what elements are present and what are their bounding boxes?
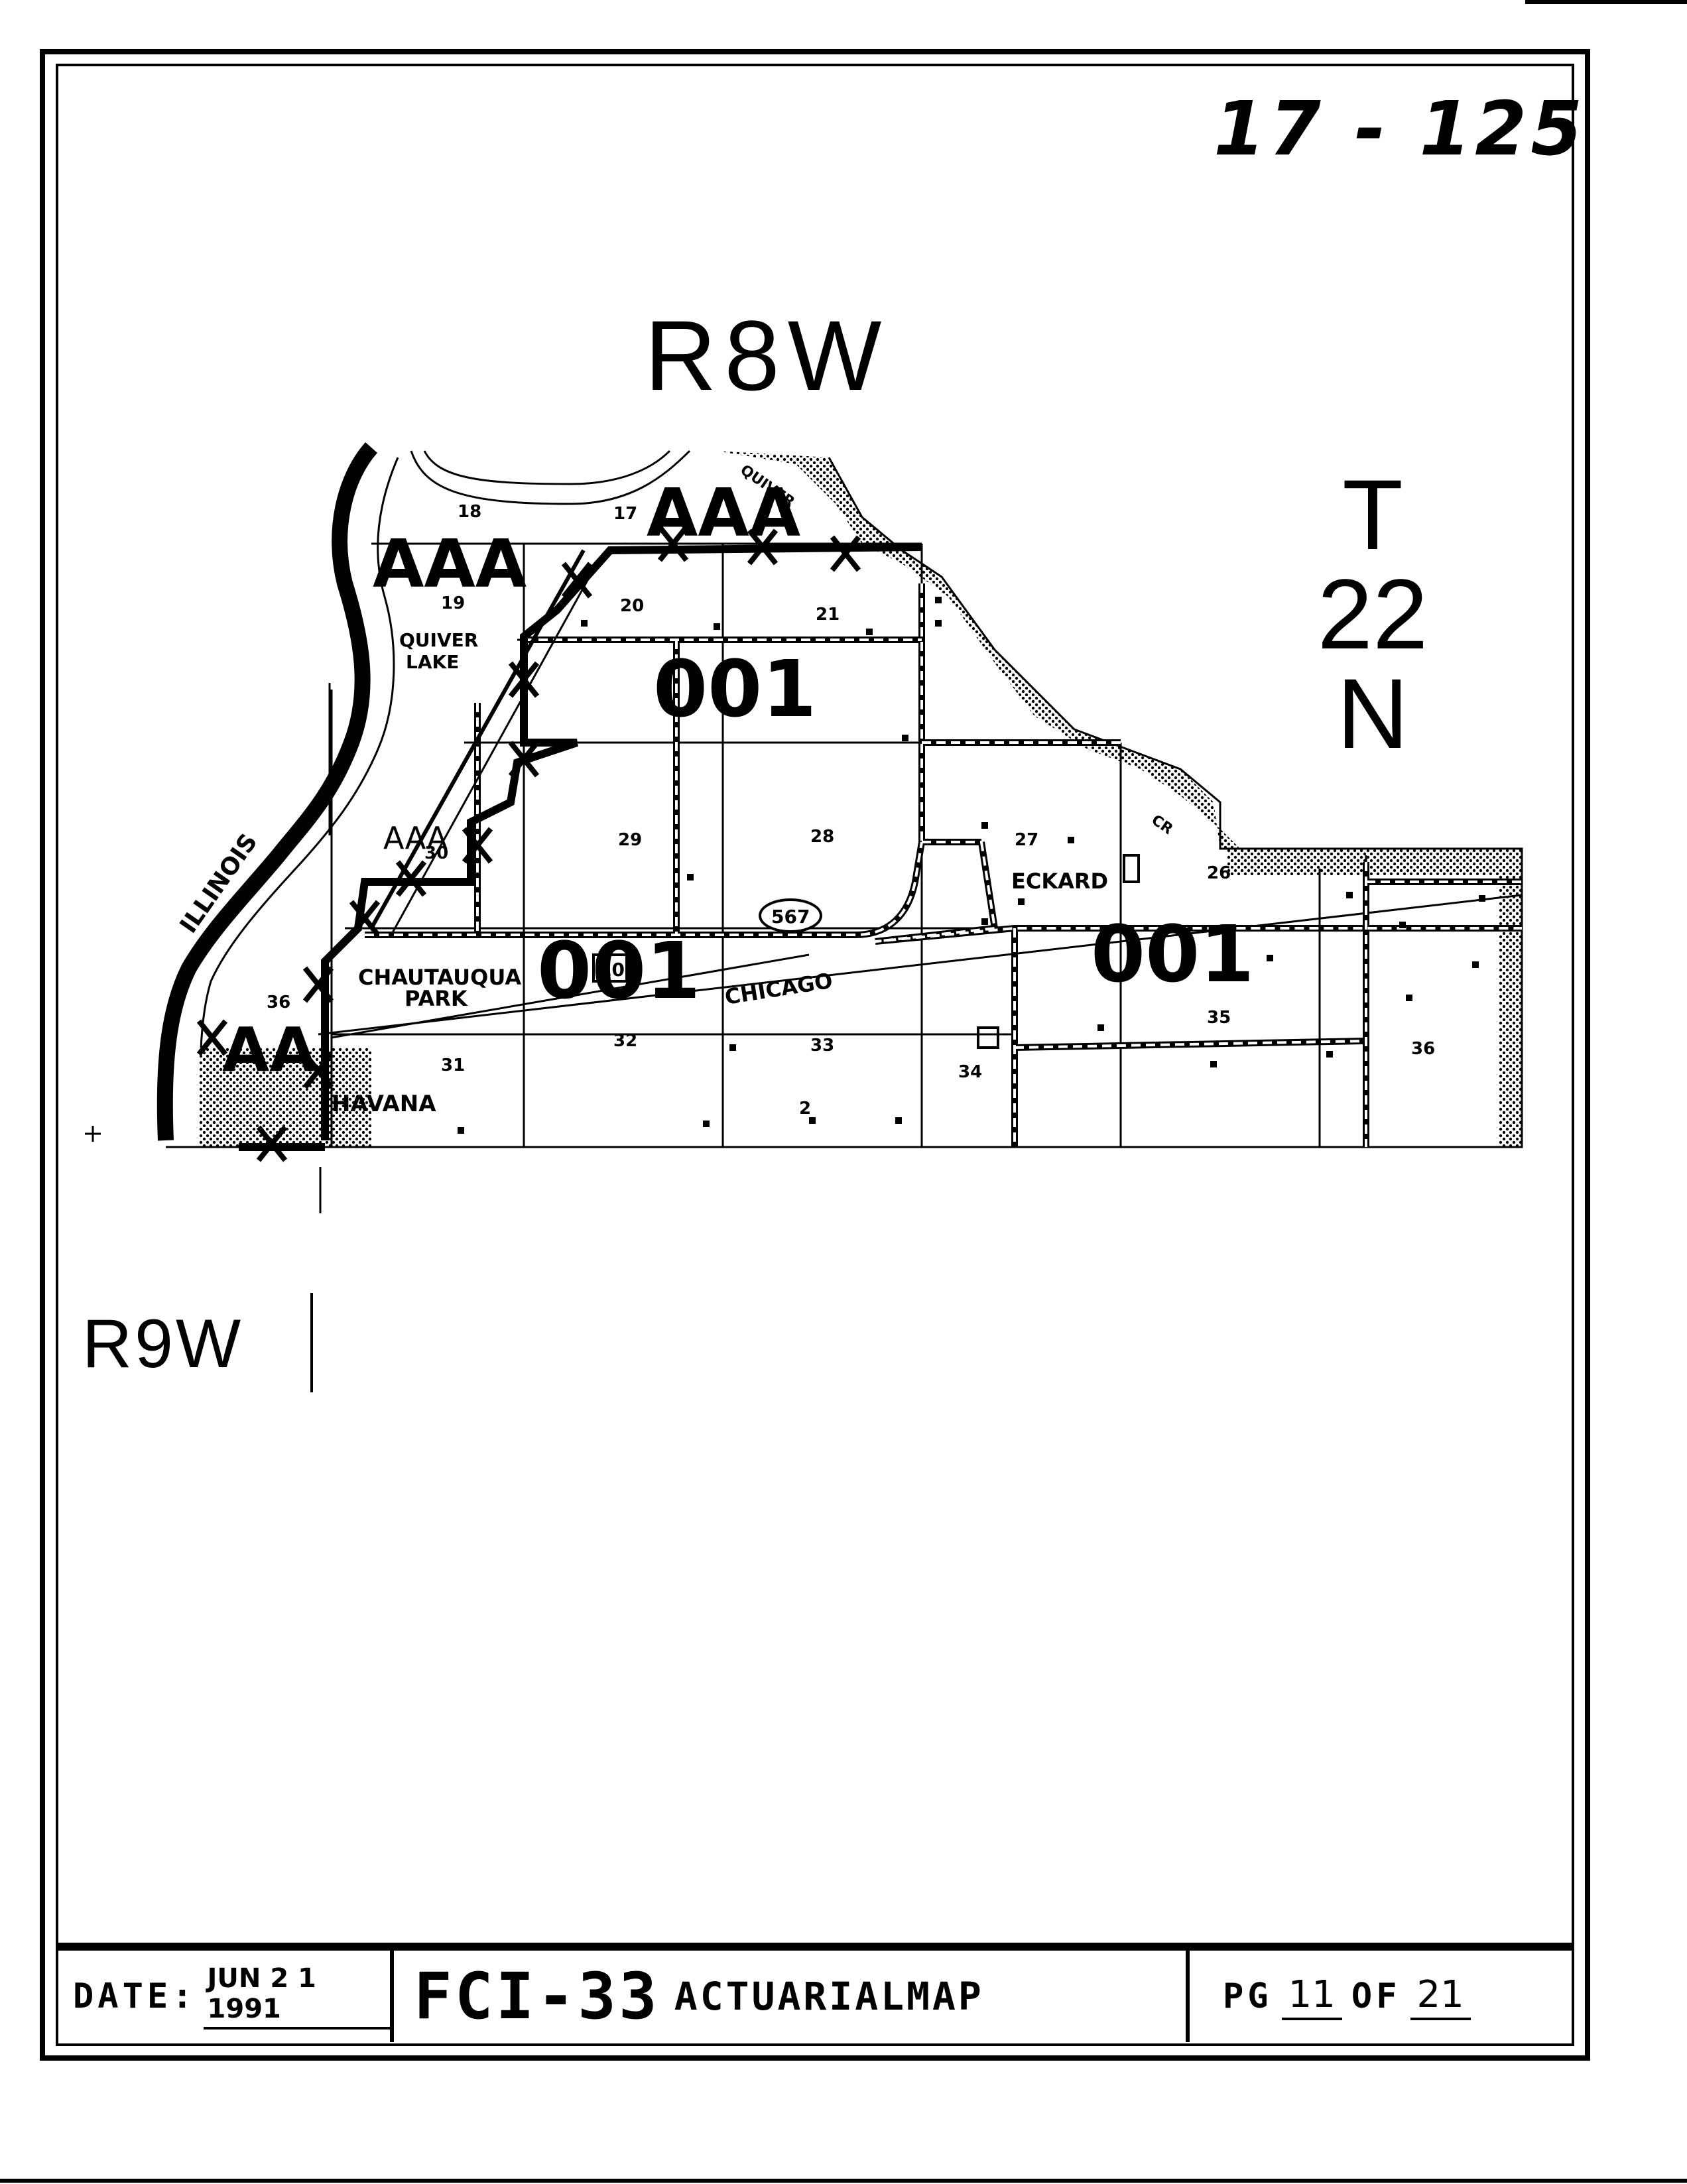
illinois-river-inner [199,457,399,1141]
place-quiver-lake-1: QUIVER [399,629,478,651]
section-18: 18 [458,502,481,522]
section-28: 28 [810,827,834,847]
date-value: JUN 2 1 1991 [203,1963,390,2030]
zone-boundary-line [321,543,922,1140]
map-type-title: ACTUARIALMAP [674,1974,984,2019]
section-30: 30 [424,843,448,863]
section-26: 26 [1207,863,1231,883]
place-havana: HAVANA [332,1091,436,1117]
river-contour-2 [423,450,671,485]
zone-label-aa-bottom: AA [222,1014,316,1085]
range-label-r9w: R9W [82,1305,244,1382]
zone-label-aaa-small: AAA [383,820,448,856]
plus-marker [85,1126,101,1142]
bottom-edge-rule [0,2179,1687,2183]
illinois-river-bank [156,442,378,1141]
place-eckard: ECKARD [1011,869,1108,894]
roads-inner [365,583,1522,1147]
box-marker-eckard [1123,854,1140,883]
section-36-east: 36 [1411,1039,1435,1059]
range-label-r8w: R8W [645,300,890,411]
township-letter-n: N [1336,658,1409,769]
map-series-title: FCI-33 [414,1959,660,2033]
place-chautauqua-2: PARK [405,986,468,1011]
place-chautauqua-1: CHAUTAUQUA [358,965,521,990]
section-33: 33 [810,1036,834,1056]
route-shield-567 [759,898,822,933]
place-chicago: CHICAGO [723,968,834,1010]
township-number: 22 [1317,558,1428,670]
footer-title-block: DATE: JUN 2 1 1991 FCI-33 ACTUARIALMAP P… [56,1943,1574,2042]
title-cell: FCI-33 ACTUARIALMAP [394,1951,1190,2042]
section-21: 21 [816,605,840,625]
section-20: 20 [620,596,644,616]
zone-label-001-right: 001 [1091,908,1254,1000]
section-27: 27 [1015,830,1038,850]
section-34: 34 [958,1062,982,1082]
map-page-id: 17 - 125 [1214,86,1587,172]
section-35: 35 [1207,1008,1231,1028]
levee-line [369,549,586,930]
of-label: OF [1351,1976,1401,2016]
page-label: PG [1223,1976,1273,2016]
date-cell: DATE: JUN 2 1 1991 [56,1951,394,2042]
page-number: 11 [1281,1973,1342,2020]
box-marker-10 [592,953,628,983]
zone-label-aaa-top: AAA [647,474,800,552]
inner-border [56,64,1574,2046]
box-label-10: 10 [599,959,625,981]
page-cell: PG 11 OF 21 [1190,1951,1574,2042]
township-letter-t: T [1342,459,1403,570]
zone-label-aaa-left: AAA [373,525,527,603]
levee-line-2 [390,563,598,936]
section-19: 19 [441,593,465,613]
outer-border [40,49,1590,2061]
section-32: 32 [613,1031,637,1051]
boundary-markers [196,525,861,1162]
box-marker-34 [977,1026,999,1049]
place-cr: CR [1149,812,1176,837]
route-number-567: 567 [771,906,810,928]
top-edge-rule [1525,0,1687,4]
section-29: 29 [618,830,642,850]
section-2: 2 [799,1099,811,1119]
section-36-west: 36 [267,993,290,1012]
section-31: 31 [441,1056,465,1075]
shaded-area-east-edge [1227,849,1522,1147]
page-total: 21 [1410,1973,1471,2020]
river-contour-1 [410,450,691,505]
place-quiver-lake-2: LAKE [406,651,459,673]
shaded-area-northeast [716,451,1240,849]
zone-label-001-mid: 001 [537,925,700,1016]
building-markers [458,597,1485,1134]
zone-label-001-top: 001 [653,643,816,735]
section-17: 17 [613,504,637,524]
date-label: DATE: [73,1976,197,2016]
